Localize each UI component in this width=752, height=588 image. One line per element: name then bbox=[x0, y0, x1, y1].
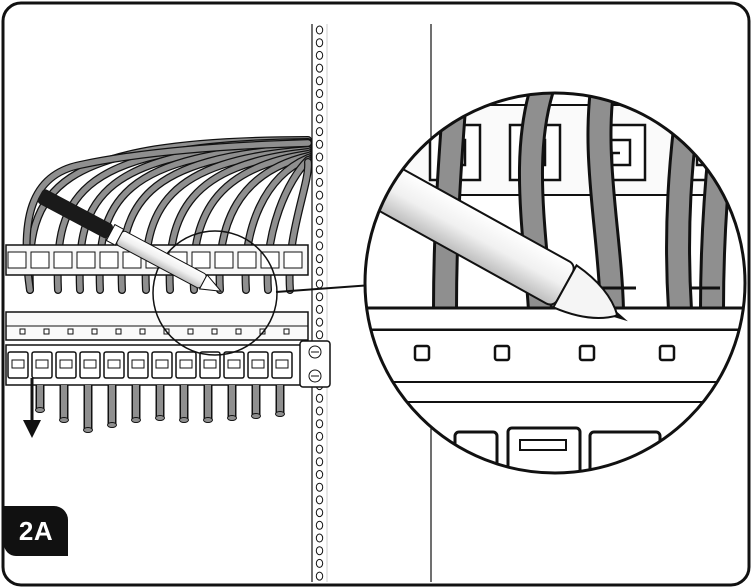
rail-hole bbox=[315, 152, 324, 162]
rail-hole bbox=[315, 50, 324, 60]
rail-hole bbox=[315, 254, 324, 264]
rail-hole bbox=[315, 457, 324, 467]
rail-hole bbox=[315, 533, 324, 543]
panel-port bbox=[76, 251, 96, 269]
rail-hole bbox=[315, 546, 324, 556]
panel-port bbox=[237, 251, 257, 269]
panel-port bbox=[99, 251, 119, 269]
rail-hole bbox=[315, 216, 324, 225]
rail-hole bbox=[315, 101, 324, 111]
zoom-label-hole bbox=[413, 344, 431, 362]
label-hole bbox=[91, 328, 98, 335]
rail-hole bbox=[315, 406, 324, 416]
rail-hole bbox=[315, 393, 324, 403]
panel-port bbox=[7, 251, 27, 269]
rail-hole bbox=[315, 76, 324, 86]
rail-hole bbox=[315, 508, 324, 518]
panel-port bbox=[283, 251, 303, 269]
label-hole bbox=[115, 328, 122, 335]
label-hole bbox=[235, 328, 242, 335]
label-hole bbox=[187, 328, 194, 335]
rail-hole bbox=[315, 228, 324, 238]
zoom-label-hole bbox=[658, 344, 676, 362]
patch-panel-label-holes bbox=[19, 328, 290, 335]
rail-hole bbox=[315, 177, 324, 187]
rail-hole bbox=[315, 127, 324, 137]
rail-hole bbox=[315, 190, 324, 200]
panel-port bbox=[214, 251, 234, 269]
rack-rail bbox=[311, 24, 328, 582]
rail-hole bbox=[315, 114, 324, 124]
rail-hole bbox=[315, 292, 324, 302]
rail-hole bbox=[315, 241, 324, 251]
lower-cables bbox=[35, 385, 285, 433]
rail-hole bbox=[315, 139, 324, 149]
rail-hole bbox=[315, 304, 324, 314]
label-hole bbox=[67, 328, 74, 335]
patch-panel-jacks bbox=[7, 351, 293, 379]
rail-hole bbox=[315, 38, 324, 48]
detail-circle bbox=[152, 230, 278, 356]
label-hole bbox=[43, 328, 50, 335]
zoom-leader-line bbox=[275, 284, 373, 293]
panel-port bbox=[30, 251, 50, 269]
rail-hole bbox=[315, 89, 324, 98]
label-hole bbox=[19, 328, 26, 335]
rail-hole bbox=[315, 266, 324, 276]
down-arrow-icon bbox=[23, 378, 41, 438]
rail-hole bbox=[315, 165, 324, 175]
rail-hole bbox=[315, 571, 324, 581]
zoom-label-hole bbox=[578, 344, 596, 362]
marker-pen-icon bbox=[37, 189, 223, 292]
rail-hole bbox=[315, 419, 324, 429]
rail-hole bbox=[315, 431, 324, 441]
rail-hole bbox=[315, 520, 324, 530]
panel-port bbox=[191, 251, 211, 269]
rail-hole bbox=[315, 279, 324, 289]
rail-hole bbox=[315, 470, 324, 479]
label-hole bbox=[211, 328, 218, 335]
rail-hole bbox=[315, 444, 324, 454]
label-hole bbox=[283, 328, 290, 335]
zoom-label-hole bbox=[493, 344, 511, 362]
rail-hole bbox=[315, 495, 324, 505]
rail-hole bbox=[315, 203, 324, 213]
step-badge: 2A bbox=[4, 506, 68, 556]
rail-hole bbox=[315, 330, 324, 340]
rail-hole bbox=[315, 482, 324, 492]
rail-hole bbox=[315, 317, 324, 327]
label-hole bbox=[139, 328, 146, 335]
rail-hole bbox=[315, 558, 324, 568]
rail-hole bbox=[315, 25, 324, 35]
rail-hole bbox=[315, 63, 324, 73]
panel-port bbox=[53, 251, 73, 269]
magnified-detail-circle bbox=[363, 91, 747, 475]
zoom-cable bbox=[589, 93, 622, 311]
